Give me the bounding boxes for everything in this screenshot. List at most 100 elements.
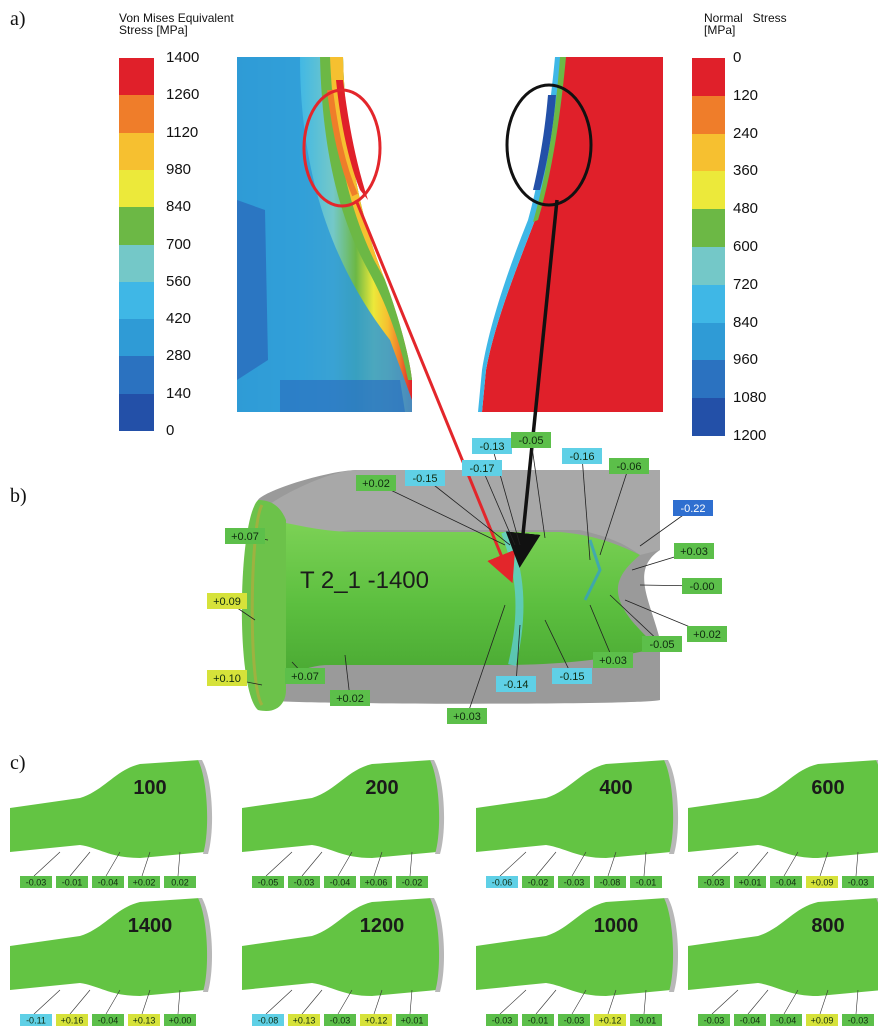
specimen-c-200-label-2: -0.04 xyxy=(330,878,351,888)
specimen-c-800-leader-1 xyxy=(747,989,769,1015)
specimen-b-label-3: +0.07 xyxy=(285,668,325,684)
svg-text:+0.02: +0.02 xyxy=(336,693,364,705)
specimen-c-number-100: 100 xyxy=(133,777,166,799)
specimen-b-label-19: -0.15 xyxy=(552,668,592,684)
specimen-c-600-label-0: -0.03 xyxy=(704,878,725,888)
specimen-c-200-leader-3 xyxy=(373,851,383,877)
specimen-c-1000-label-box-4 xyxy=(630,1014,662,1026)
specimen-c-400-label-3: -0.08 xyxy=(600,878,621,888)
specimen-c-1400: 1400-0.11+0.16-0.04+0.13+0.00 xyxy=(10,898,213,1026)
specimen-c-1000-label-2: -0.03 xyxy=(564,1016,585,1026)
left-colorbar-band-9 xyxy=(119,393,154,432)
right-colorbar-tick-1080: 1080 xyxy=(733,389,767,407)
specimen-c-800-label-3: +0.09 xyxy=(811,1016,834,1026)
specimen-b-leader-7 xyxy=(424,477,511,546)
specimen-c-1000-label-0: -0.03 xyxy=(492,1016,513,1026)
specimen-c-800-label-box-0 xyxy=(698,1014,730,1026)
specimen-c-400-leader-4 xyxy=(643,851,647,877)
specimen-c-number-400: 400 xyxy=(599,777,632,799)
specimen-c-number-1200: 1200 xyxy=(360,915,405,937)
specimen-c-1400-label-box-4 xyxy=(164,1014,196,1026)
black-ellipse-marker xyxy=(505,83,593,207)
svg-text:+0.02: +0.02 xyxy=(693,629,721,641)
specimen-c-400-label-0: -0.06 xyxy=(492,878,513,888)
specimen-c-400-label-box-3 xyxy=(594,876,626,888)
left-colorbar-tick-0: 0 xyxy=(166,422,175,439)
svg-text:-0.05: -0.05 xyxy=(518,435,543,447)
specimen-c-1200-label-4: +0.01 xyxy=(401,1016,424,1026)
specimen-c-400-label-1: -0.02 xyxy=(528,878,549,888)
black-arrow xyxy=(505,199,559,568)
specimen-c-100-label-box-0 xyxy=(20,876,52,888)
specimen-b-leader-5 xyxy=(466,604,506,717)
left-colorbar-band-1 xyxy=(119,95,154,134)
right-colorbar-tick-480: 480 xyxy=(733,200,759,218)
specimen-c-600-leader-3 xyxy=(819,851,829,877)
specimen-c-1400-label-2: -0.04 xyxy=(98,1016,119,1026)
specimen-b-label-8: -0.17 xyxy=(462,460,502,476)
specimen-c-body-1200 xyxy=(242,898,442,996)
specimen-c-1200-label-box-2 xyxy=(324,1014,356,1026)
specimen-c-100-label-0: -0.03 xyxy=(26,878,47,888)
specimen-c-1400-leader-3 xyxy=(141,989,151,1015)
svg-text:-0.06: -0.06 xyxy=(616,461,641,473)
von-mises-contour xyxy=(237,57,412,412)
specimen-c-1000: 1000-0.03-0.01-0.03+0.12-0.01 xyxy=(476,898,679,1026)
specimen-c-1000-leader-1 xyxy=(535,989,557,1015)
specimen-c-1200-label-3: +0.12 xyxy=(365,1016,388,1026)
specimen-c-400-leader-0 xyxy=(499,851,527,877)
right-legend-title: Normal Stress [MPa] xyxy=(704,12,787,36)
specimen-c-1400-leader-0 xyxy=(33,989,61,1015)
specimen-c-1400-label-4: +0.00 xyxy=(169,1016,192,1026)
svg-text:-0.15: -0.15 xyxy=(559,671,584,683)
specimen-c-800-label-box-4 xyxy=(842,1014,874,1026)
right-colorbar-band-7 xyxy=(692,322,725,361)
specimen-b-label-1: +0.09 xyxy=(207,593,247,609)
right-colorbar-tick-960: 960 xyxy=(733,351,759,369)
specimen-c-rim-1200 xyxy=(430,898,445,992)
specimen-c-600-leader-1 xyxy=(747,851,769,877)
specimen-c-number-1400: 1400 xyxy=(128,915,173,937)
specimen-c-600-label-box-4 xyxy=(842,876,874,888)
specimen-c-600-label-box-3 xyxy=(806,876,838,888)
specimen-c-body-800 xyxy=(688,898,878,996)
right-colorbar-band-3 xyxy=(692,171,725,210)
specimen-b-label-17: -0.05 xyxy=(642,636,682,652)
specimen-c-1200-label-box-0 xyxy=(252,1014,284,1026)
specimen-c-800: 800-0.03-0.04-0.04+0.09-0.03 xyxy=(688,898,878,1026)
right-legend-title-line2: [MPa] xyxy=(704,23,736,37)
specimen-c-200-label-0: -0.05 xyxy=(258,878,279,888)
specimen-c-1200-leader-3 xyxy=(373,989,383,1015)
svg-text:+0.03: +0.03 xyxy=(680,546,708,558)
specimen-c-100-leader-3 xyxy=(141,851,151,877)
specimen-c-100-label-box-4 xyxy=(164,876,196,888)
left-colorbar-tick-280: 280 xyxy=(166,347,192,365)
specimen-c-800-label-2: -0.04 xyxy=(776,1016,797,1026)
specimen-c-200-label-box-1 xyxy=(288,876,320,888)
specimen-c-100-label-box-3 xyxy=(128,876,160,888)
specimen-b-label-16: +0.02 xyxy=(687,626,727,642)
left-colorbar-tick-980: 980 xyxy=(166,160,192,178)
specimen-c-400-leader-2 xyxy=(571,851,587,877)
right-colorbar-tick-840: 840 xyxy=(733,313,759,331)
specimen-c-800-label-1: -0.04 xyxy=(740,1016,761,1026)
specimen-c-1000-label-1: -0.01 xyxy=(528,1016,549,1026)
specimen-c-800-label-box-2 xyxy=(770,1014,802,1026)
specimen-b-title: T 2_1 -1400 xyxy=(300,567,429,594)
specimen-b-label-5: +0.03 xyxy=(447,708,487,724)
left-colorbar xyxy=(119,58,154,432)
right-colorbar-tick-720: 720 xyxy=(733,275,759,293)
specimen-c-200: 200-0.05-0.03-0.04+0.06-0.02 xyxy=(242,760,445,888)
specimen-c-1000-label-box-3 xyxy=(594,1014,626,1026)
right-colorbar-band-4 xyxy=(692,209,725,248)
specimen-c-1400-label-box-0 xyxy=(20,1014,52,1026)
specimen-c-rim-400 xyxy=(664,760,679,854)
specimen-c-800-label-box-1 xyxy=(734,1014,766,1026)
specimen-c-100-label-1: -0.01 xyxy=(62,878,83,888)
specimen-b-leader-12 xyxy=(599,465,630,556)
right-colorbar-tick-1200: 1200 xyxy=(733,427,767,444)
specimen-c-body-400 xyxy=(476,760,676,858)
specimen-b-label-6: +0.02 xyxy=(356,475,396,491)
svg-text:+0.10: +0.10 xyxy=(213,673,241,685)
